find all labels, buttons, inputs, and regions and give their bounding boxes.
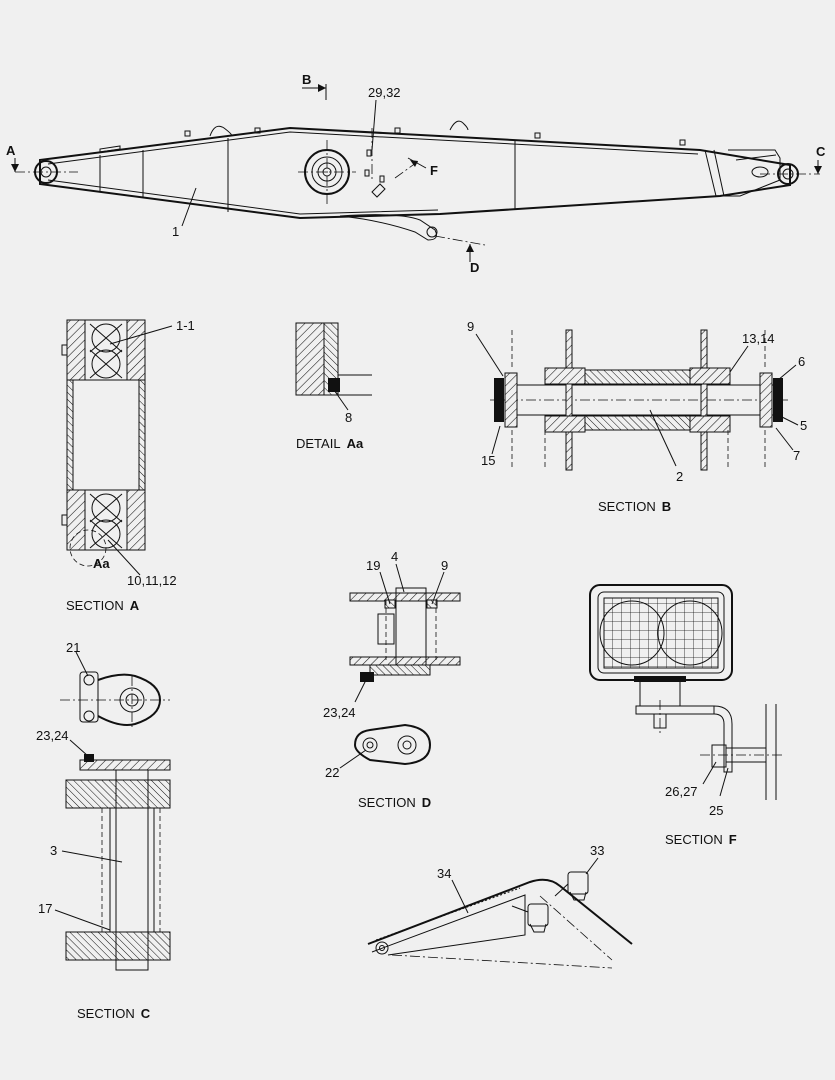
callout-23-24-c: 23,24 bbox=[36, 728, 69, 743]
callout-8: 8 bbox=[345, 410, 352, 425]
callout-17: 17 bbox=[38, 901, 52, 916]
callout-23-24-d: 23,24 bbox=[323, 705, 356, 720]
callout-9-b: 9 bbox=[467, 319, 474, 334]
callout-29-32: 29,32 bbox=[368, 85, 401, 100]
section-marker-b: B bbox=[302, 72, 327, 100]
callout-aa: Aa bbox=[93, 556, 110, 571]
lamp-mount-view: 34 33 bbox=[367, 843, 633, 969]
callout-26-27: 26,27 bbox=[665, 784, 698, 799]
callout-1-1: 1-1 bbox=[176, 318, 195, 333]
callout-34: 34 bbox=[437, 866, 451, 881]
marker-d-label: D bbox=[470, 260, 479, 275]
callout-4: 4 bbox=[391, 549, 398, 564]
marker-a-label: A bbox=[6, 143, 16, 158]
marker-f-label: F bbox=[430, 163, 438, 178]
callout-5: 5 bbox=[800, 418, 807, 433]
callout-3: 3 bbox=[50, 843, 57, 858]
callout-22: 22 bbox=[325, 765, 339, 780]
section-marker-d: D bbox=[466, 244, 479, 275]
callout-6: 6 bbox=[798, 354, 805, 369]
section-marker-c: C bbox=[814, 144, 826, 174]
callout-19: 19 bbox=[366, 558, 380, 573]
boom-view: A B C D F 1 29,32 bbox=[6, 72, 826, 275]
section-marker-a: A bbox=[6, 143, 19, 172]
callout-2: 2 bbox=[676, 469, 683, 484]
marker-b-label: B bbox=[302, 72, 311, 87]
marker-c-label: C bbox=[816, 144, 826, 159]
callout-9-d: 9 bbox=[441, 558, 448, 573]
section-marker-f: F bbox=[407, 157, 438, 178]
callout-1: 1 bbox=[172, 224, 179, 239]
callout-7: 7 bbox=[793, 448, 800, 463]
callout-25: 25 bbox=[709, 803, 723, 818]
callout-21: 21 bbox=[66, 640, 80, 655]
callout-13-14: 13,14 bbox=[742, 331, 775, 346]
callout-33: 33 bbox=[590, 843, 604, 858]
callout-15: 15 bbox=[481, 453, 495, 468]
callout-10-11-12: 10,11,12 bbox=[127, 573, 177, 588]
